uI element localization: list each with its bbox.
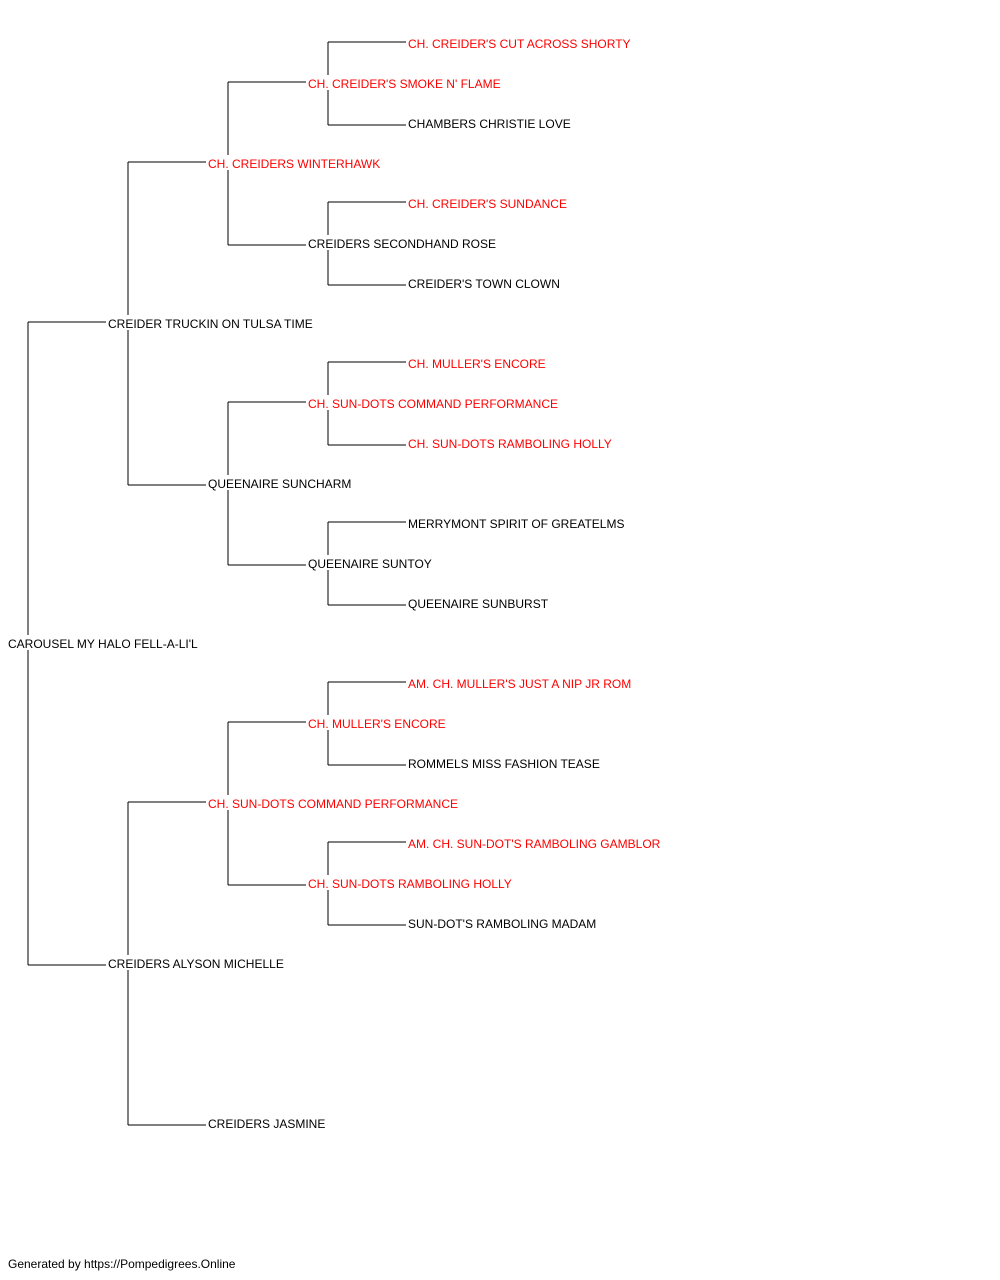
ancestor-name-gen4: ROMMELS MISS FASHION TEASE [408,757,600,771]
ancestor-name-gen4: CH. MULLER'S ENCORE [408,357,546,371]
ancestor-name-gen4: AM. CH. MULLER'S JUST A NIP JR ROM [408,677,631,691]
ancestor-name-gen3: CREIDERS SECONDHAND ROSE [308,237,496,251]
ancestor-name-gen3: CH. SUN-DOTS COMMAND PERFORMANCE [308,397,558,411]
ancestor-name-gen4: CHAMBERS CHRISTIE LOVE [408,117,571,131]
ancestor-name-gen1: CREIDER TRUCKIN ON TULSA TIME [108,317,313,331]
ancestor-name-gen4: CREIDER'S TOWN CLOWN [408,277,560,291]
ancestor-name-gen3: CH. SUN-DOTS RAMBOLING HOLLY [308,877,512,891]
ancestor-name-gen2: QUEENAIRE SUNCHARM [208,477,351,491]
ancestor-name-gen4: MERRYMONT SPIRIT OF GREATELMS [408,517,624,531]
pedigree-tree: CAROUSEL MY HALO FELL-A-LI'L CREIDER TRUC… [8,37,661,1131]
ancestor-name-gen1: CREIDERS ALYSON MICHELLE [108,957,284,971]
ancestor-name-gen2: CREIDERS JASMINE [208,1117,325,1131]
ancestor-name-gen3: CH. CREIDER'S SMOKE N' FLAME [308,77,501,91]
ancestor-name-gen2: CH. CREIDERS WINTERHAWK [208,157,380,171]
ancestor-name-gen3: QUEENAIRE SUNTOY [308,557,432,571]
ancestor-name-gen4: CH. CREIDER'S CUT ACROSS SHORTY [408,37,631,51]
ancestor-name-gen3: CH. MULLER'S ENCORE [308,717,446,731]
ancestor-name-gen4: SUN-DOT'S RAMBOLING MADAM [408,917,596,931]
footer-credit: Generated by https://Pompedigrees.Online [8,1257,236,1271]
subject-dog-name: CAROUSEL MY HALO FELL-A-LI'L [8,637,198,651]
ancestor-name-gen4: AM. CH. SUN-DOT'S RAMBOLING GAMBLOR [408,837,661,851]
ancestor-name-gen4: CH. CREIDER'S SUNDANCE [408,197,567,211]
ancestor-name-gen4: QUEENAIRE SUNBURST [408,597,549,611]
ancestor-name-gen4: CH. SUN-DOTS RAMBOLING HOLLY [408,437,612,451]
ancestor-name-gen2: CH. SUN-DOTS COMMAND PERFORMANCE [208,797,458,811]
